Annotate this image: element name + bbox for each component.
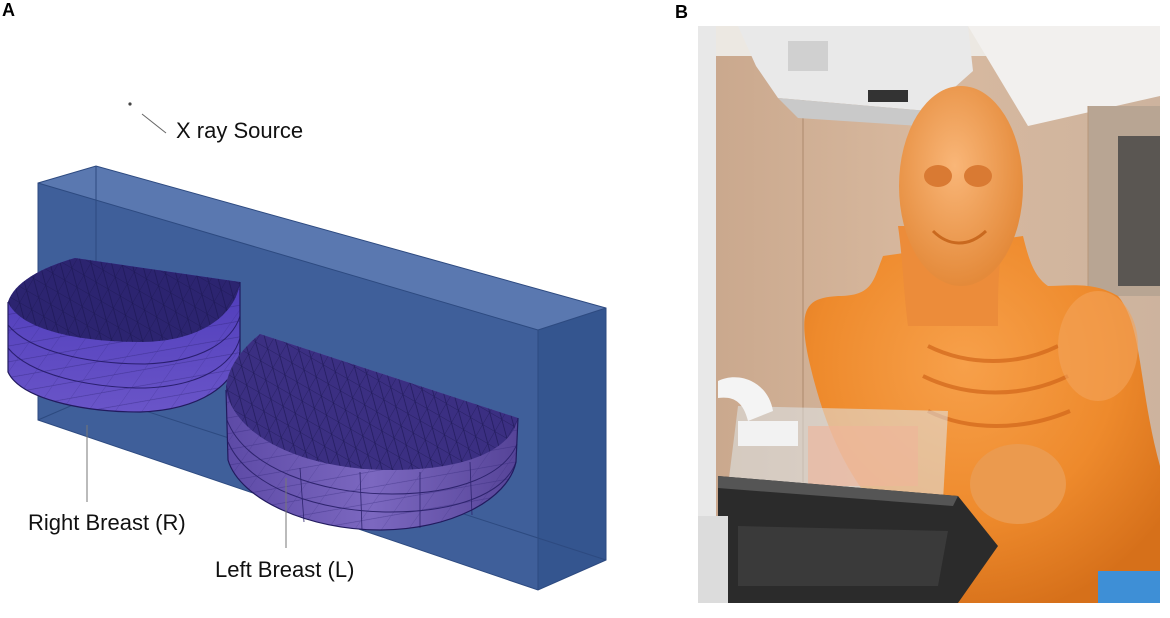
phantom-photograph [698,26,1160,603]
xray-source-point [128,102,132,106]
right-breast-label: Right Breast (R) [28,510,186,535]
panel-letter-a: A [2,0,15,20]
right-breast-model [7,258,241,413]
left-breast-model [225,334,519,531]
left-breast-label: Left Breast (L) [215,557,355,582]
xray-source-label: X ray Source [176,118,304,143]
panel-letter-b: B [675,2,688,22]
simulation-model-diagram [7,102,607,591]
xray-source-leader [141,113,167,134]
